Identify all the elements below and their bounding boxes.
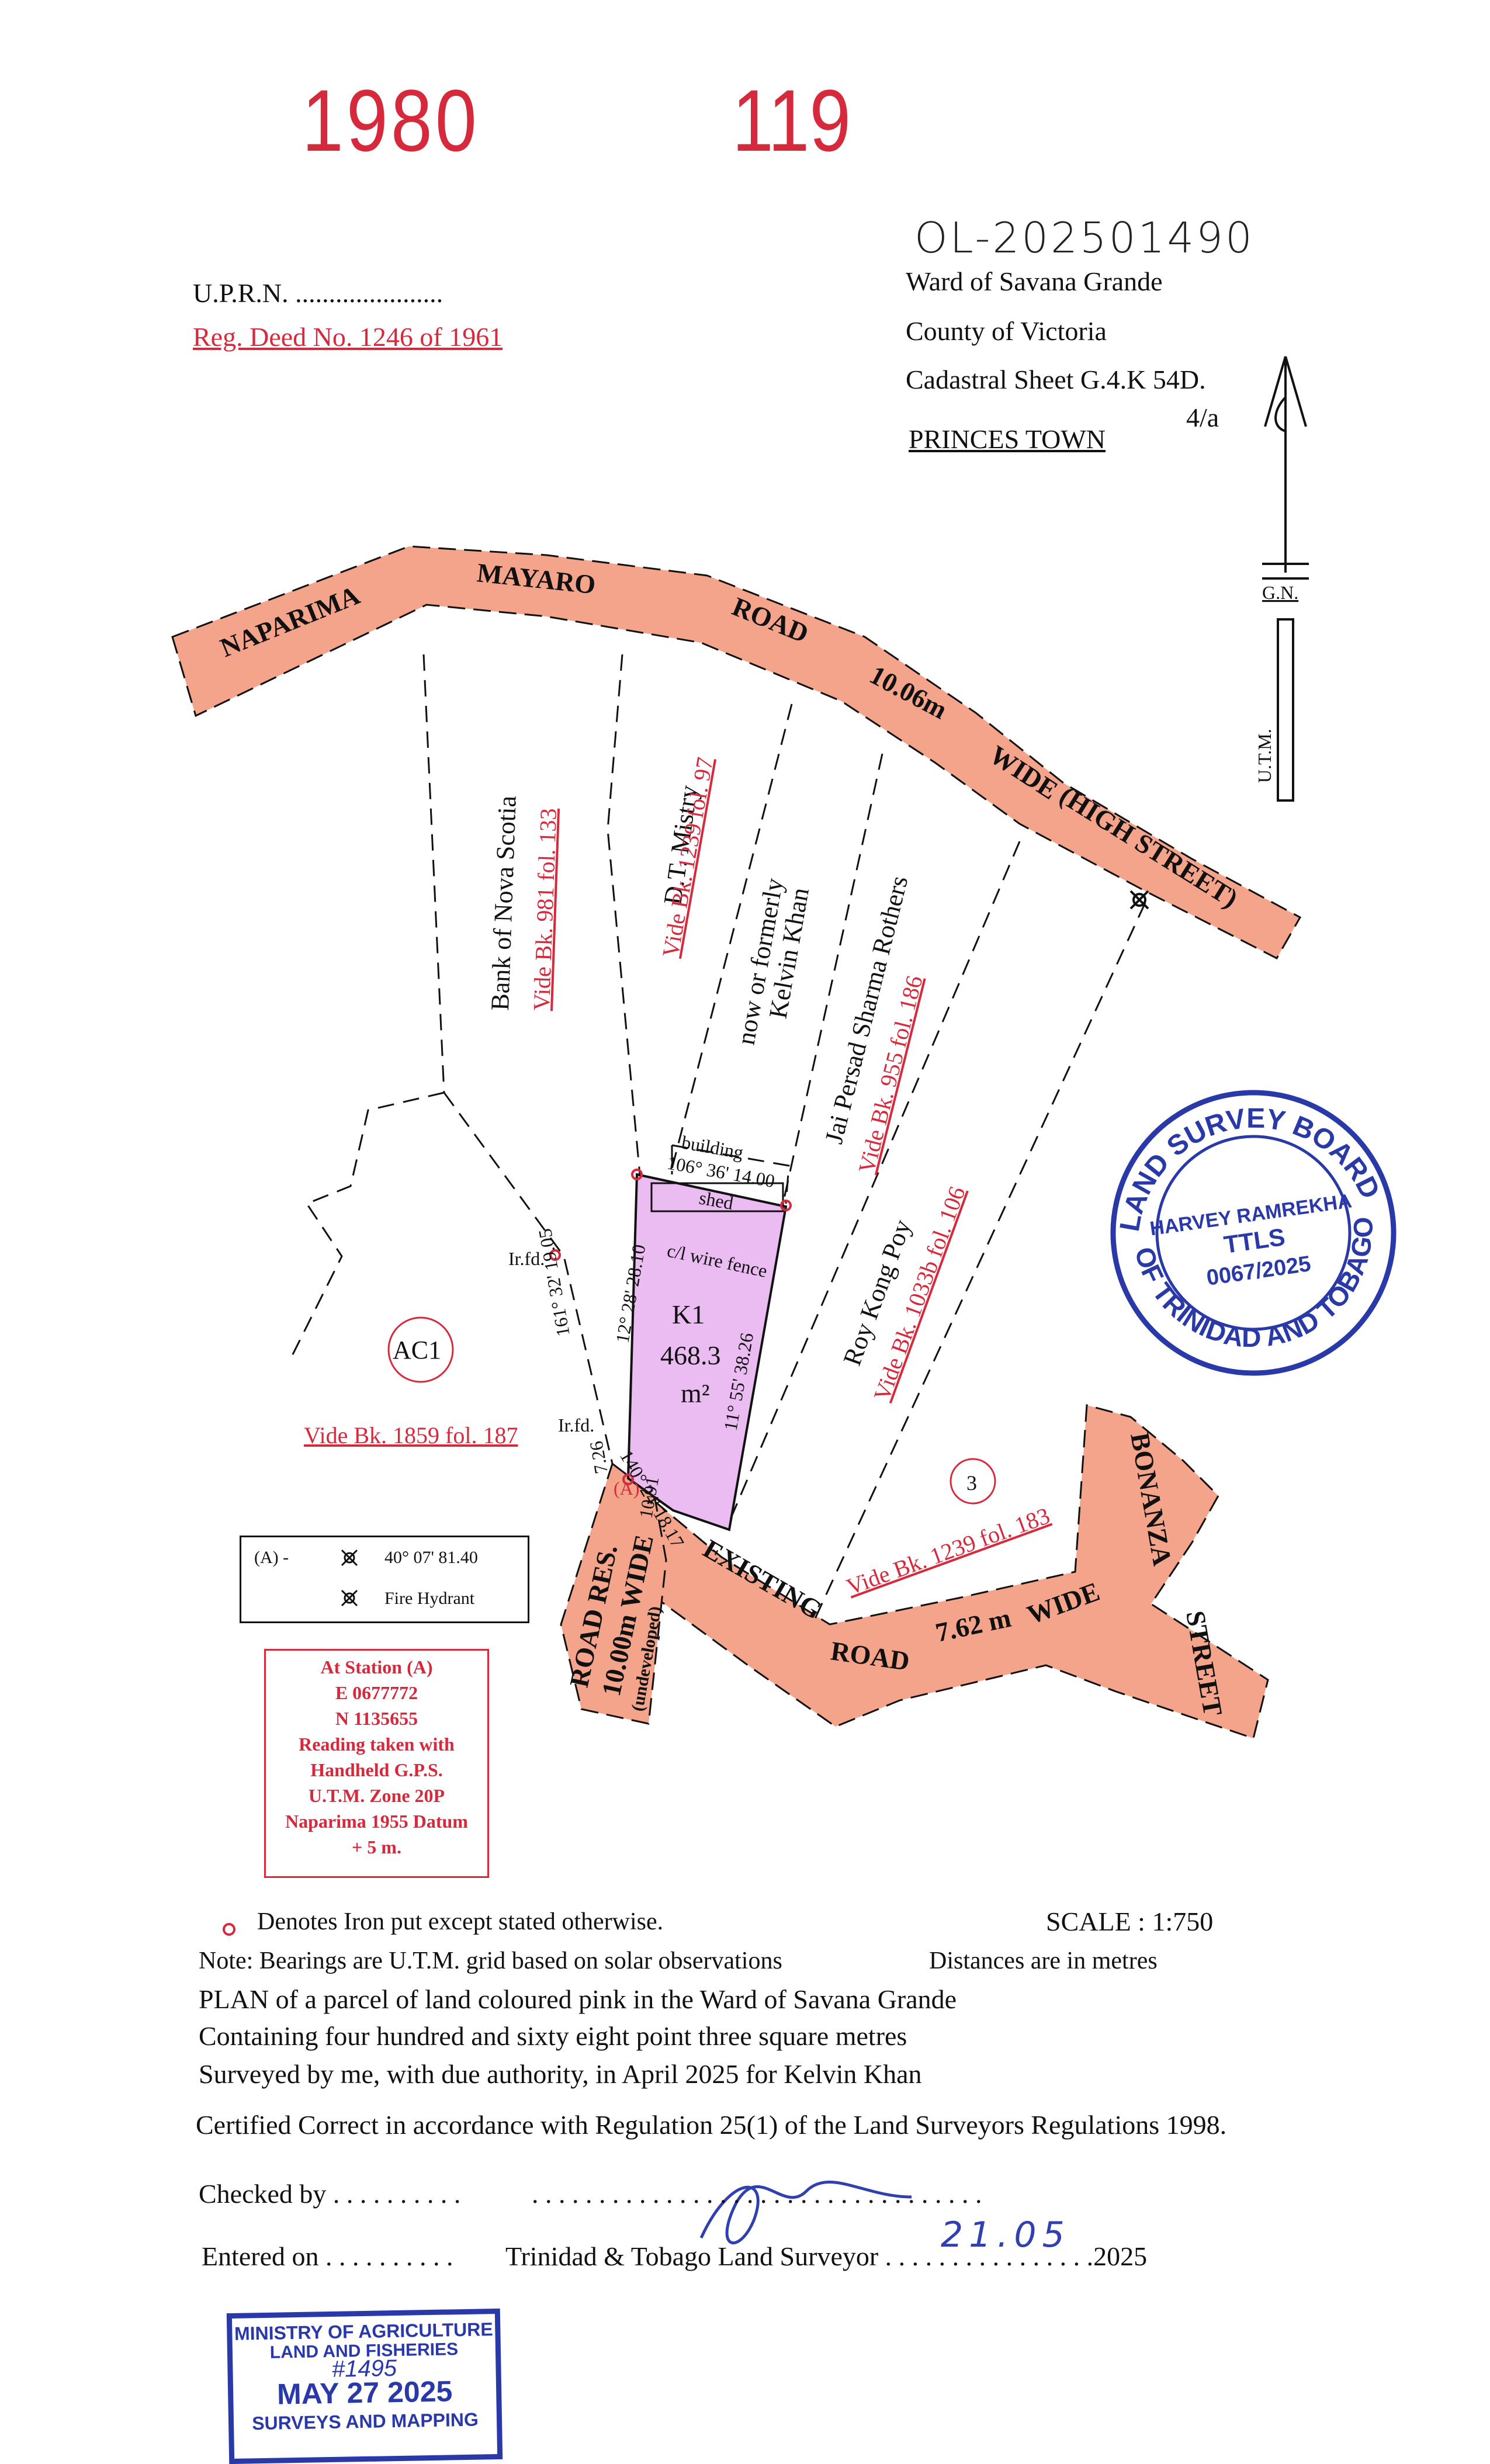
parcel-k1-label: K1 xyxy=(672,1299,705,1329)
iron-found-2: Ir.fd. xyxy=(558,1415,594,1436)
parcel-bank-name: Bank of Nova Scotia xyxy=(486,795,522,1011)
utm-label: U.T.M. xyxy=(1254,729,1275,783)
certified-line: Certified Correct in accordance with Reg… xyxy=(196,2110,1227,2140)
seal-number: 0067/2025 xyxy=(1205,1252,1312,1291)
legend-row1-key: (A) - xyxy=(254,1548,289,1567)
county-label: County of Victoria xyxy=(906,316,1107,346)
shed xyxy=(650,1182,784,1212)
parcel-k1-area: 468.3 xyxy=(660,1340,721,1370)
plan-line3: Surveyed by me, with due authority, in A… xyxy=(199,2059,922,2089)
uprn-label: U.P.R.N. ...................... xyxy=(193,278,443,308)
legend-row2-value: Fire Hydrant xyxy=(384,1589,475,1608)
station-line1: Reading taken with xyxy=(299,1734,455,1755)
legend-box: (A) - 40° 07' 81.40 Fire Hydrant xyxy=(240,1536,529,1623)
entered-on: Entered on . . . . . . . . . . xyxy=(202,2241,453,2271)
ministry-line4: SURVEYS AND MAPPING xyxy=(251,2408,479,2434)
iron-marker-1 xyxy=(631,1169,643,1180)
stamp-number-right: 119 xyxy=(732,71,851,169)
legend-hydrant-icon-2 xyxy=(341,1589,358,1607)
plan-line1: PLAN of a parcel of land coloured pink i… xyxy=(199,1984,957,2014)
station-line5: + 5 m. xyxy=(352,1836,401,1857)
reference-handwritten: OL-202501490 xyxy=(914,213,1255,262)
station-line4: Naparima 1955 Datum xyxy=(285,1811,468,1832)
iron-marker-3 xyxy=(622,1474,634,1485)
ward-label: Ward of Savana Grande xyxy=(906,266,1163,296)
parcel-bank-ref: Vide Bk. 981 fol. 133 xyxy=(528,808,562,1011)
handwritten-date: 21.05 xyxy=(941,2215,1070,2255)
parcel-ac1-ref: Vide Bk. 1859 fol. 187 xyxy=(304,1422,518,1448)
station-box: At Station (A) E 0677772 N 1135655 Readi… xyxy=(264,1649,489,1878)
station-title: At Station (A) xyxy=(320,1656,433,1678)
checked-by: Checked by . . . . . . . . . . xyxy=(199,2179,461,2209)
station-marker: (A) xyxy=(614,1478,639,1499)
iron-marker-4 xyxy=(549,1249,561,1261)
ministry-date: MAY 27 2025 xyxy=(276,2375,453,2411)
iron-marker-2 xyxy=(780,1200,792,1211)
parcel-lot3-label: 3 xyxy=(966,1471,977,1495)
parcel-k1 xyxy=(626,1173,788,1531)
checked-dots: . . . . . . . . . . . . . . . . . . . . … xyxy=(532,2179,982,2209)
legend-iron-marker xyxy=(223,1923,235,1936)
existing-road xyxy=(633,1404,1269,1739)
bearings-note: Note: Bearings are U.T.M. grid based on … xyxy=(199,1947,782,1974)
parcel-ac1-label: AC1 xyxy=(393,1336,441,1364)
station-easting: E 0677772 xyxy=(335,1682,418,1703)
surveyor-line: Trinidad & Tobago Land Surveyor . . . . … xyxy=(505,2241,1148,2271)
stamp-number-left: 1980 xyxy=(302,71,480,169)
north-arrow-icon xyxy=(1262,356,1309,802)
station-northing: N 1135655 xyxy=(335,1708,418,1729)
legend-hydrant-icon-1 xyxy=(341,1549,358,1567)
iron-note: Denotes Iron put except stated otherwise… xyxy=(257,1908,664,1935)
distances-note: Distances are in metres xyxy=(929,1947,1158,1974)
scale-label: SCALE : 1:750 xyxy=(1046,1907,1214,1936)
plan-line2: Containing four hundred and sixty eight … xyxy=(199,2021,907,2051)
gn-label: G.N. xyxy=(1262,582,1298,603)
iron-found-1: Ir.fd. xyxy=(508,1248,545,1269)
town-label: PRINCES TOWN xyxy=(909,424,1106,454)
ministry-stamp: MINISTRY OF AGRICULTURE LAND AND FISHERI… xyxy=(226,2308,503,2464)
legend-row1-value: 40° 07' 81.40 xyxy=(384,1548,478,1567)
main-road xyxy=(171,545,1302,959)
ac1-circle xyxy=(387,1316,454,1383)
lot3-circle xyxy=(950,1458,996,1505)
parcel-k1-unit: m² xyxy=(681,1378,710,1408)
cadastral-sheet: Cadastral Sheet G.4.K 54D. xyxy=(906,365,1206,394)
measure-west-upper: 161° 32' 19.05 xyxy=(534,1227,574,1338)
reg-deed: Reg. Deed No. 1246 of 1961 xyxy=(193,322,503,352)
cadastral-sub: 4/a xyxy=(1186,403,1219,432)
station-line3: U.T.M. Zone 20P xyxy=(308,1785,445,1806)
station-line2: Handheld G.P.S. xyxy=(310,1759,443,1780)
fire-hydrant-icon xyxy=(1129,890,1149,910)
land-survey-board-seal: LAND SURVEY BOARD OF TRINIDAD AND TOBAGO… xyxy=(1100,1085,1397,1376)
signature xyxy=(699,2181,912,2244)
